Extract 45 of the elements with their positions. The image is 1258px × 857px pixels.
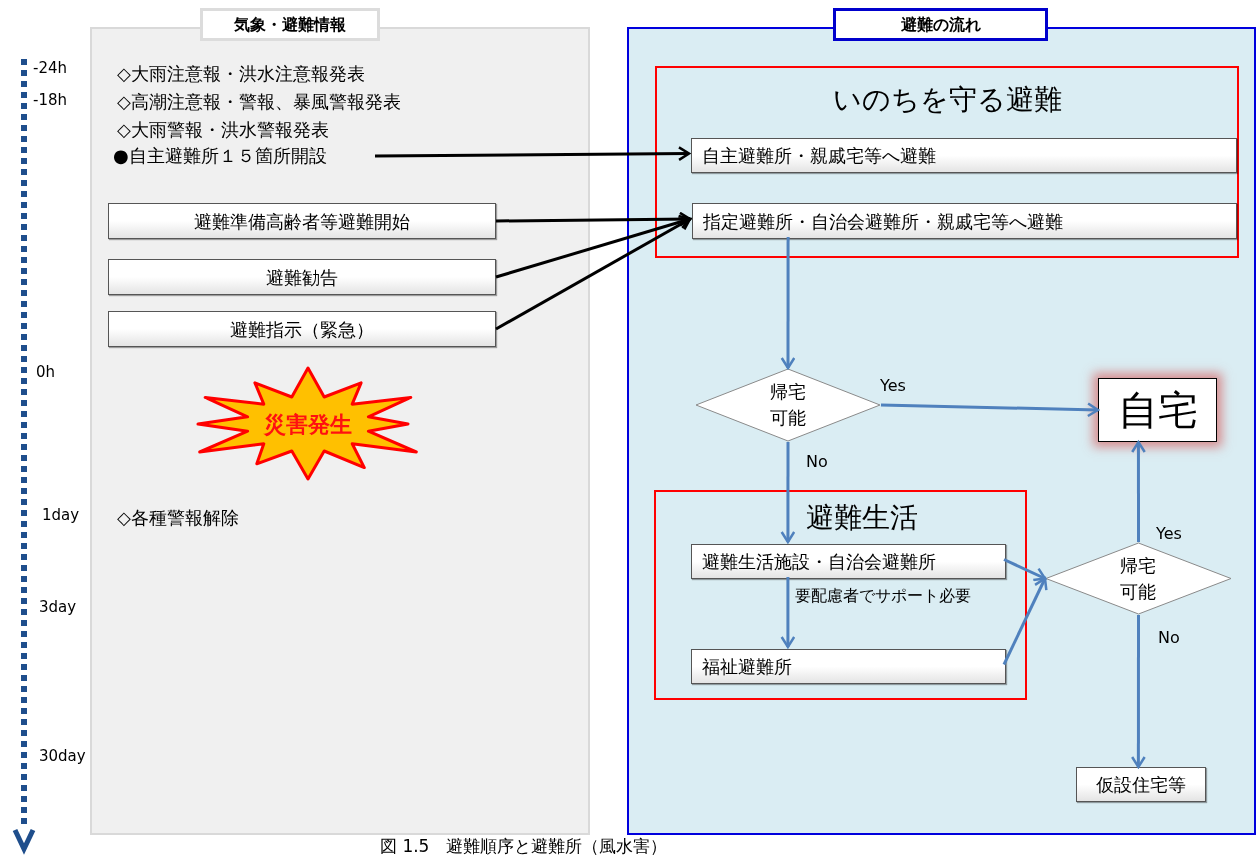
time-label: 3day <box>39 597 77 617</box>
time-label: -18h <box>33 90 67 110</box>
time-label: -24h <box>33 58 67 78</box>
edge-label: Yes <box>880 376 906 396</box>
process-box: 福祉避難所 <box>691 649 1006 684</box>
info-text: ◇高潮注意報・警報、暴風警報発表 <box>117 90 401 114</box>
arrow <box>1130 615 1146 769</box>
edge-label: No <box>806 452 828 472</box>
group-title: 避難生活 <box>806 500 918 536</box>
process-box: 指定避難所・自治会避難所・親戚宅等へ避難 <box>692 203 1237 239</box>
arrow <box>780 442 796 544</box>
edge-label: Yes <box>1156 524 1182 544</box>
info-text: ◇大雨注意報・洪水注意報発表 <box>117 62 365 86</box>
decision-diamond: 帰宅可能 <box>1045 542 1232 615</box>
process-box: 避難指示（緊急） <box>108 311 496 347</box>
panel-title: 気象・避難情報 <box>200 8 380 41</box>
info-text: ◇各種警報解除 <box>117 506 239 530</box>
group-frame <box>655 66 1239 258</box>
edge-label: 要配慮者でサポート必要 <box>795 586 971 606</box>
info-text: ●自主避難所１５箇所開設 <box>113 143 375 169</box>
process-box: 避難準備高齢者等避難開始 <box>108 203 496 239</box>
process-box: 避難勧告 <box>108 259 496 295</box>
panel-title: 避難の流れ <box>833 8 1048 41</box>
home-box: 自宅 <box>1098 378 1217 442</box>
arrow <box>495 214 692 279</box>
process-box: 仮設住宅等 <box>1076 767 1206 802</box>
arrow <box>1130 440 1146 542</box>
arrow <box>375 146 691 162</box>
arrow <box>780 237 796 370</box>
time-label: 1day <box>42 505 80 525</box>
group-title: いのちを守る避難 <box>831 82 1063 118</box>
arrow <box>495 217 692 331</box>
edge-label: No <box>1158 628 1180 648</box>
arrow <box>1003 558 1047 582</box>
time-label: 0h <box>36 362 56 382</box>
process-box: 自主避難所・親戚宅等へ避難 <box>691 138 1237 173</box>
group-frame <box>654 490 1027 700</box>
process-box: 避難生活施設・自治会避難所 <box>691 544 1006 579</box>
arrow <box>880 402 1100 418</box>
info-text: ◇大雨警報・洪水警報発表 <box>117 118 329 142</box>
arrow <box>1002 577 1048 666</box>
figure-caption: 図 1.5 避難順序と避難所（風水害） <box>380 836 668 856</box>
time-label: 30day <box>39 746 86 766</box>
arrow <box>780 577 796 649</box>
decision-diamond: 帰宅可能 <box>695 368 881 442</box>
